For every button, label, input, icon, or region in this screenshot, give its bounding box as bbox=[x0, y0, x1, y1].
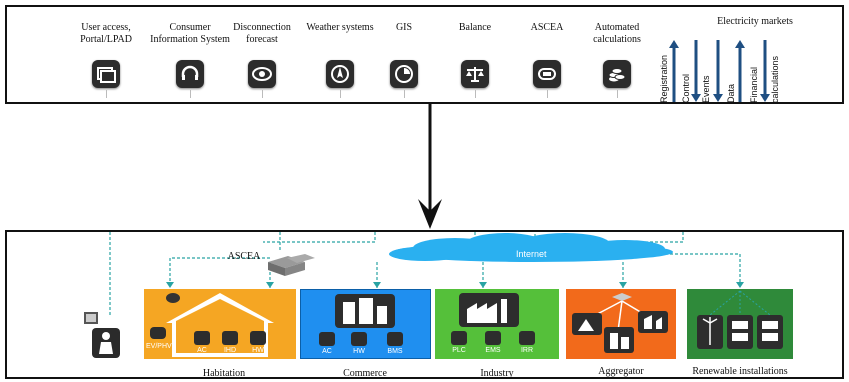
ihd-device-label: IHD bbox=[223, 347, 237, 354]
market-flow-2: Control bbox=[681, 73, 691, 103]
app-connector bbox=[617, 90, 618, 98]
internet-label: Internet bbox=[516, 249, 547, 259]
commerce-block: AC HW BMS bbox=[300, 289, 431, 359]
up-arrow-icon bbox=[735, 40, 745, 102]
plc-device-label: PLC bbox=[452, 347, 466, 354]
habitation-label: Habitation bbox=[202, 368, 246, 379]
aggregator-network-icon bbox=[572, 293, 668, 353]
ac-device-label: AC bbox=[197, 347, 207, 354]
app-connector bbox=[475, 90, 476, 98]
hw-device-icon bbox=[351, 332, 367, 346]
house-icon bbox=[166, 293, 274, 357]
ascea-server-icon bbox=[268, 254, 315, 276]
ascea-label: ASCEA bbox=[227, 251, 261, 262]
aggregator-label: Aggregator bbox=[598, 366, 644, 377]
irr-device-label: IRR bbox=[520, 347, 534, 354]
factory-icon bbox=[459, 293, 519, 327]
market-flow-3: Events bbox=[701, 75, 711, 103]
market-flow-5: Financial bbox=[749, 66, 759, 103]
applications-panel bbox=[5, 5, 844, 104]
renewable-block bbox=[687, 289, 793, 359]
app-label-1: User access, Portal/LPAD bbox=[80, 22, 132, 45]
user-device bbox=[82, 312, 122, 360]
electricity-markets-title: Electricity markets bbox=[717, 16, 793, 27]
windows-icon[interactable] bbox=[92, 60, 120, 88]
app-label-5: GIS bbox=[395, 22, 413, 33]
down-arrow-icon bbox=[691, 40, 701, 102]
scale-icon[interactable] bbox=[461, 60, 489, 88]
ac-device-label: AC bbox=[322, 348, 332, 355]
app-connector bbox=[190, 90, 191, 98]
app-connector bbox=[262, 90, 263, 98]
app-connector bbox=[106, 90, 107, 98]
gauge-icon[interactable] bbox=[390, 60, 418, 88]
internet-cloud-icon bbox=[389, 233, 673, 262]
bms-device-label: BMS bbox=[387, 348, 403, 355]
app-label-2: Consumer Information System bbox=[150, 22, 230, 45]
app-label-6: Balance bbox=[458, 22, 492, 33]
coins-icon[interactable] bbox=[603, 60, 631, 88]
compass-icon[interactable] bbox=[326, 60, 354, 88]
commerce-label: Commerce bbox=[343, 368, 387, 379]
app-label-8: Automated calculations bbox=[593, 22, 641, 45]
up-arrow-icon bbox=[669, 40, 679, 102]
meter-icon[interactable] bbox=[533, 60, 561, 88]
plc-device-icon bbox=[451, 331, 467, 345]
bms-device-icon bbox=[387, 332, 403, 346]
headset-icon[interactable] bbox=[176, 60, 204, 88]
ac-device-icon bbox=[194, 331, 210, 345]
habitation-block: EV/PHV AC IHD HW bbox=[144, 289, 296, 359]
office-buildings-icon bbox=[335, 294, 395, 328]
down-arrow-icon bbox=[760, 40, 770, 102]
app-label-4: Weather systems bbox=[306, 22, 374, 33]
app-label-7: ASCEA bbox=[530, 22, 564, 33]
hw-device-icon bbox=[250, 331, 266, 345]
network-connectors bbox=[109, 232, 744, 315]
renewable-label: Renewable installations bbox=[692, 366, 788, 377]
app-connector bbox=[404, 90, 405, 98]
app-connector bbox=[547, 90, 548, 98]
irr-device-icon bbox=[519, 331, 535, 345]
industry-block: PLC EMS IRR bbox=[435, 289, 559, 359]
ac-device-icon bbox=[319, 332, 335, 346]
car-icon bbox=[150, 327, 166, 339]
ems-device-icon bbox=[485, 331, 501, 345]
ems-device-label: EMS bbox=[485, 347, 501, 354]
market-flow-6: calculations bbox=[770, 55, 780, 103]
hw-device-label: HW bbox=[252, 347, 264, 354]
app-connector bbox=[340, 90, 341, 98]
renewable-sources-icon bbox=[697, 290, 783, 349]
market-flow-1: Registration bbox=[659, 54, 669, 103]
down-arrow-icon bbox=[418, 103, 442, 229]
app-label-3: Disconnection forecast bbox=[233, 22, 291, 45]
industry-label: Industry bbox=[480, 368, 514, 379]
person-icon bbox=[84, 312, 120, 358]
aggregator-block bbox=[566, 289, 676, 359]
hw-device-label: HW bbox=[353, 348, 365, 355]
ihd-device-icon bbox=[222, 331, 238, 345]
eye-icon[interactable] bbox=[248, 60, 276, 88]
down-arrow-icon bbox=[713, 40, 723, 102]
ev-charger-icon bbox=[166, 293, 180, 303]
ev-phv-badge: EV/PHV bbox=[146, 343, 172, 350]
